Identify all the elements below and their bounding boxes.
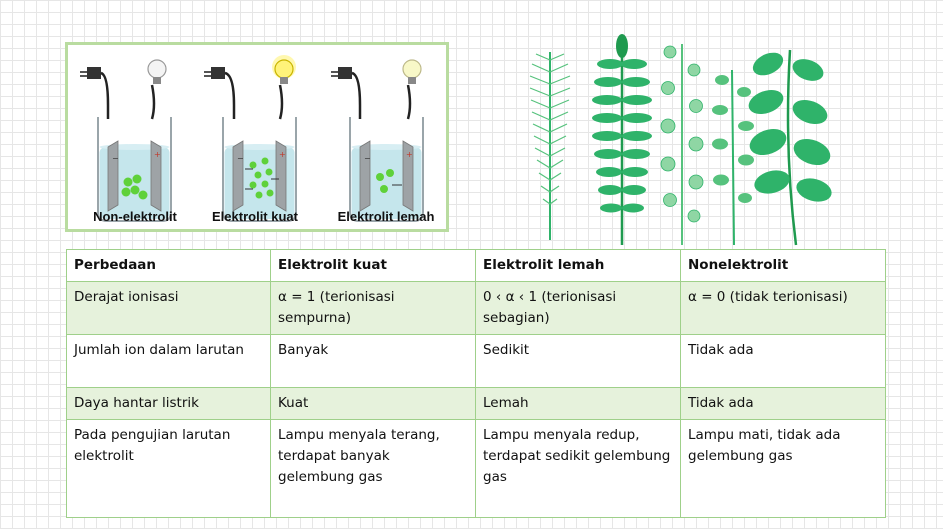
table-cell: Derajat ionisasi <box>66 281 271 335</box>
beaker-non-electrolyte <box>80 59 172 222</box>
fern-frond-icon <box>529 52 571 240</box>
electrolyte-test-illustration: − + <box>65 42 449 232</box>
table-cell: Tidak ada <box>680 387 886 420</box>
table-cell: Tidak ada <box>680 334 886 388</box>
table-row: Daya hantar listrik Kuat Lemah Tidak ada <box>66 387 886 420</box>
table-header-row: Perbedaan Elektrolit kuat Elektrolit lem… <box>66 249 886 282</box>
table-cell: Kuat <box>270 387 476 420</box>
table-cell: α = 1 (terionisasi sempurna) <box>270 281 476 335</box>
beaker-caption: Elektrolit lemah <box>337 209 435 224</box>
table-cell: Banyak <box>270 334 476 388</box>
serrated-leaf-icon <box>712 69 754 246</box>
bulb-bright-icon <box>272 55 296 84</box>
table-cell: Sedikit <box>475 334 681 388</box>
bulb-off-icon <box>147 59 167 84</box>
comparison-table: Perbedaan Elektrolit kuat Elektrolit lem… <box>66 249 886 518</box>
header-cell: Nonelektrolit <box>680 249 886 282</box>
beaker-strong-electrolyte <box>204 55 297 222</box>
table-cell: Lampu menyala redup, terdapat sedikit ge… <box>475 419 681 518</box>
table-row: Pada pengujian larutan elektrolit Lampu … <box>66 419 886 518</box>
beaker-weak-electrolyte <box>331 59 424 222</box>
header-cell: Perbedaan <box>66 249 271 282</box>
table-row: Derajat ionisasi α = 1 (terionisasi semp… <box>66 281 886 335</box>
table-cell: α = 0 (tidak terionisasi) <box>680 281 886 335</box>
beaker-caption: Elektrolit kuat <box>212 209 298 224</box>
leaves-illustration <box>529 34 832 246</box>
table-row: Jumlah ion dalam larutan Banyak Sedikit … <box>66 334 886 388</box>
beaker-caption: Non-elektrolit <box>93 209 177 224</box>
table-cell: Lampu mati, tidak ada gelembung gas <box>680 419 886 518</box>
pinnate-leaf-icon <box>592 34 652 245</box>
oval-leaf-icon <box>748 49 832 246</box>
table-cell: Daya hantar listrik <box>66 387 271 420</box>
header-cell: Elektrolit lemah <box>475 249 681 282</box>
bulb-dim-icon <box>402 59 422 84</box>
table-cell: 0 ‹ α ‹ 1 (terionisasi sebagian) <box>475 281 681 335</box>
electrolyte-test-diagram: − + <box>80 55 424 222</box>
table-cell: Pada pengujian larutan elektrolit <box>66 419 271 518</box>
toothed-leaf-icon <box>660 44 704 245</box>
table-cell: Lampu menyala terang, terdapat banyak ge… <box>270 419 476 518</box>
header-cell: Elektrolit kuat <box>270 249 476 282</box>
table-cell: Lemah <box>475 387 681 420</box>
table-cell: Jumlah ion dalam larutan <box>66 334 271 388</box>
